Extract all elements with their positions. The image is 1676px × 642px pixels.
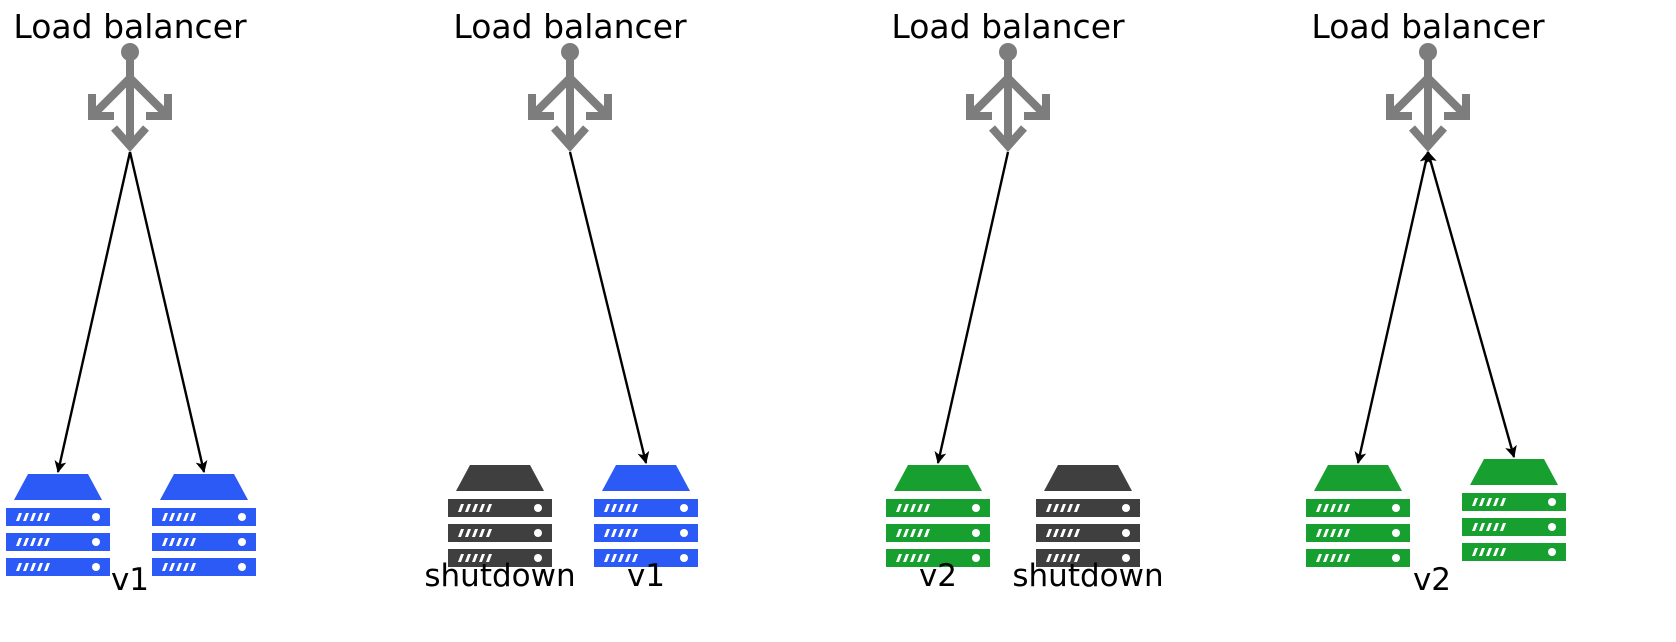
stage-version-label: v1: [111, 562, 149, 598]
server-label: v2: [919, 558, 957, 594]
traffic-arrow: [1425, 151, 1517, 458]
server-roof: [1314, 465, 1402, 491]
server-rack-unit: [1462, 518, 1566, 536]
server-shutdown-icon: [1036, 465, 1140, 567]
stage-version-label: v2: [1413, 562, 1451, 598]
load-balancer-title: Load balancer: [13, 7, 247, 46]
server-rack-unit: [594, 499, 698, 517]
server-rack-unit: [1036, 549, 1140, 567]
deployment-stage-3: Load balancer v2 shutdown: [886, 7, 1164, 594]
server-rack-unit: [1036, 499, 1140, 517]
server-roof: [14, 474, 102, 500]
deployment-stage-4: Load balancer v2: [1306, 7, 1566, 598]
load-balancer-icon: [88, 43, 172, 153]
server-rack-unit: [1306, 499, 1410, 517]
traffic-arrow: [1354, 151, 1432, 464]
load-balancer-title: Load balancer: [453, 7, 687, 46]
server-roof: [160, 474, 248, 500]
traffic-arrow: [128, 151, 208, 473]
load-balancer-title: Load balancer: [1311, 7, 1545, 46]
server-rack-unit: [594, 549, 698, 567]
server-v1-icon: [152, 474, 256, 576]
server-v2-icon: [1306, 465, 1410, 567]
server-roof: [456, 465, 544, 491]
server-rack-unit: [152, 558, 256, 576]
connection-layer: [54, 151, 1517, 473]
server-rack-unit: [1462, 493, 1566, 511]
server-rack-unit: [1306, 524, 1410, 542]
server-rack-unit: [152, 533, 256, 551]
load-balancer-icon: [966, 43, 1050, 153]
server-roof: [1470, 459, 1558, 485]
load-balancer-icon: [1386, 43, 1470, 153]
server-rack-unit: [448, 524, 552, 542]
server-rack-unit: [152, 508, 256, 526]
server-rack-unit: [6, 533, 110, 551]
server-rack-unit: [448, 499, 552, 517]
server-rack-unit: [886, 549, 990, 567]
server-label: v1: [627, 558, 665, 594]
server-rack-unit: [886, 524, 990, 542]
server-v2-icon: [886, 465, 990, 567]
deployment-stage-1: Load balancer v1: [6, 7, 256, 598]
server-rack-unit: [6, 508, 110, 526]
traffic-arrow: [934, 151, 1010, 464]
server-shutdown-icon: [448, 465, 552, 567]
load-balancer-icon: [528, 43, 612, 153]
server-label: shutdown: [424, 558, 575, 594]
server-label: shutdown: [1012, 558, 1163, 594]
server-rack-unit: [886, 499, 990, 517]
server-v2-icon: [1462, 459, 1566, 561]
server-rack-unit: [448, 549, 552, 567]
server-rack-unit: [1036, 524, 1140, 542]
server-v1-icon: [594, 465, 698, 567]
server-rack-unit: [1306, 549, 1410, 567]
server-v1-icon: [6, 474, 110, 576]
deployment-stage-2: Load balancer shutdown v1: [424, 7, 698, 594]
server-rack-unit: [594, 524, 698, 542]
server-roof: [894, 465, 982, 491]
server-rack-unit: [6, 558, 110, 576]
server-rack-unit: [1462, 543, 1566, 561]
server-roof: [1044, 465, 1132, 491]
server-roof: [602, 465, 690, 491]
load-balancer-title: Load balancer: [891, 7, 1125, 46]
traffic-arrow: [568, 151, 650, 464]
traffic-arrow: [54, 151, 132, 473]
